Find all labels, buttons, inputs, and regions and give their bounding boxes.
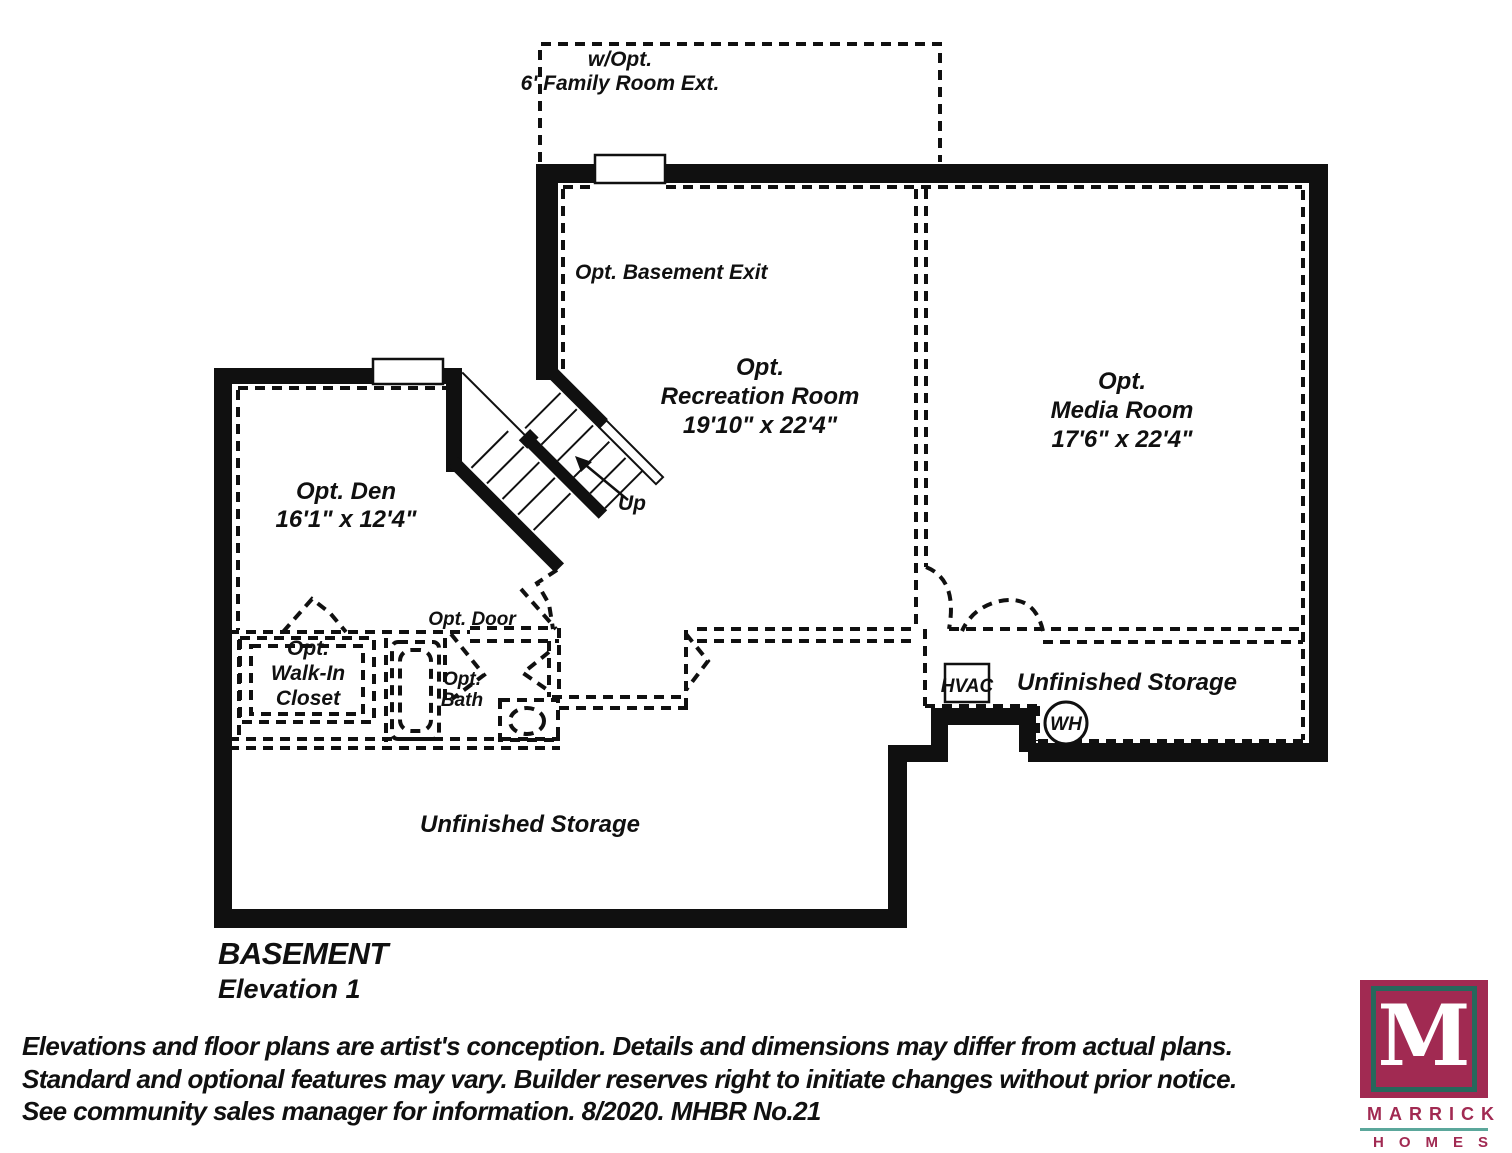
- bath-door-swing: [449, 632, 487, 701]
- family-ext-label-1: w/Opt.: [588, 48, 652, 71]
- stair-railing: [597, 419, 665, 486]
- up-label: Up: [618, 492, 646, 515]
- den-label-2: 16'1" x 12'4": [276, 506, 418, 533]
- closet-label-3: Closet: [276, 687, 341, 710]
- storage-bottom-label: Unfinished Storage: [420, 811, 640, 838]
- toilet-outline: [498, 698, 560, 742]
- bathtub-inner: [398, 648, 433, 733]
- den-label-1: Opt. Den: [296, 478, 396, 505]
- toilet-bowl: [508, 706, 546, 736]
- water-heater-circle: [1043, 700, 1089, 746]
- plan-title: BASEMENT: [218, 936, 388, 971]
- closet-inner-outline: [249, 644, 365, 716]
- media-door-arc2: [960, 597, 1045, 632]
- rec-room-label-2: Recreation Room: [661, 383, 860, 410]
- bath-label-2: Bath: [441, 690, 483, 711]
- bathtub-outline: [390, 640, 441, 741]
- storage-door-swing: [684, 632, 711, 692]
- optional-dashed-lines: [227, 42, 1305, 750]
- stair-divider-wall: [526, 438, 608, 519]
- family-ext-outline: [538, 42, 942, 162]
- disclaimer-line-1: Elevations and floor plans are artist's …: [22, 1031, 1233, 1061]
- stair-hall-swing: [534, 568, 559, 630]
- storage-right-label: Unfinished Storage: [1017, 669, 1237, 696]
- closet-door-swing: [281, 596, 348, 634]
- logo-square: M: [1360, 980, 1488, 1098]
- logo-name-text: MARRICK: [1360, 1104, 1494, 1131]
- disclaimer-line-3: See community sales manager for informat…: [22, 1096, 821, 1126]
- closet-outline: [238, 636, 376, 724]
- up-arrow: [575, 456, 629, 501]
- den-window: [371, 357, 445, 386]
- stair-treads: [461, 371, 644, 531]
- bath-door-swing2: [519, 650, 551, 693]
- disclaimer-text: Elevations and floor plans are artist's …: [22, 1030, 1272, 1128]
- logo-word-text: HOMES: [1373, 1134, 1504, 1151]
- closet-label-2: Walk-In: [271, 662, 345, 685]
- logo-letter-m: M: [1377, 986, 1471, 1085]
- media-room-label-3: 17'6" x 22'4": [1052, 426, 1194, 453]
- hvac-label: HVAC: [941, 676, 994, 697]
- stair-stringer-wall: [448, 457, 565, 573]
- media-room-label-2: Media Room: [1051, 397, 1194, 424]
- exterior-walls: [214, 164, 1328, 928]
- media-door-arc: [925, 565, 953, 630]
- bath-label-1: Opt.: [443, 669, 481, 690]
- rec-room-label-3: 19'10" x 22'4": [683, 412, 838, 439]
- logo-inner-square: M: [1371, 986, 1477, 1092]
- basement-exit-window: [593, 153, 667, 185]
- marrick-homes-logo: M MARRICK HOMES: [1360, 980, 1504, 1151]
- hvac-box: [943, 662, 991, 704]
- rec-room-label-1: Opt.: [736, 354, 784, 381]
- family-ext-label-2: 6' Family Room Ext.: [521, 72, 720, 95]
- plan-title-block: BASEMENT Elevation 1: [218, 936, 388, 1006]
- disclaimer-line-2: Standard and optional features may vary.…: [22, 1063, 1237, 1094]
- basement-exit-label: Opt. Basement Exit: [575, 261, 769, 284]
- opt-door-label: Opt. Door: [428, 609, 517, 630]
- media-room-label-1: Opt.: [1098, 368, 1146, 395]
- plan-subtitle: Elevation 1: [218, 974, 361, 1004]
- wh-label: WH: [1050, 714, 1083, 735]
- staircase: [448, 366, 665, 573]
- closet-label-1: Opt.: [287, 637, 329, 660]
